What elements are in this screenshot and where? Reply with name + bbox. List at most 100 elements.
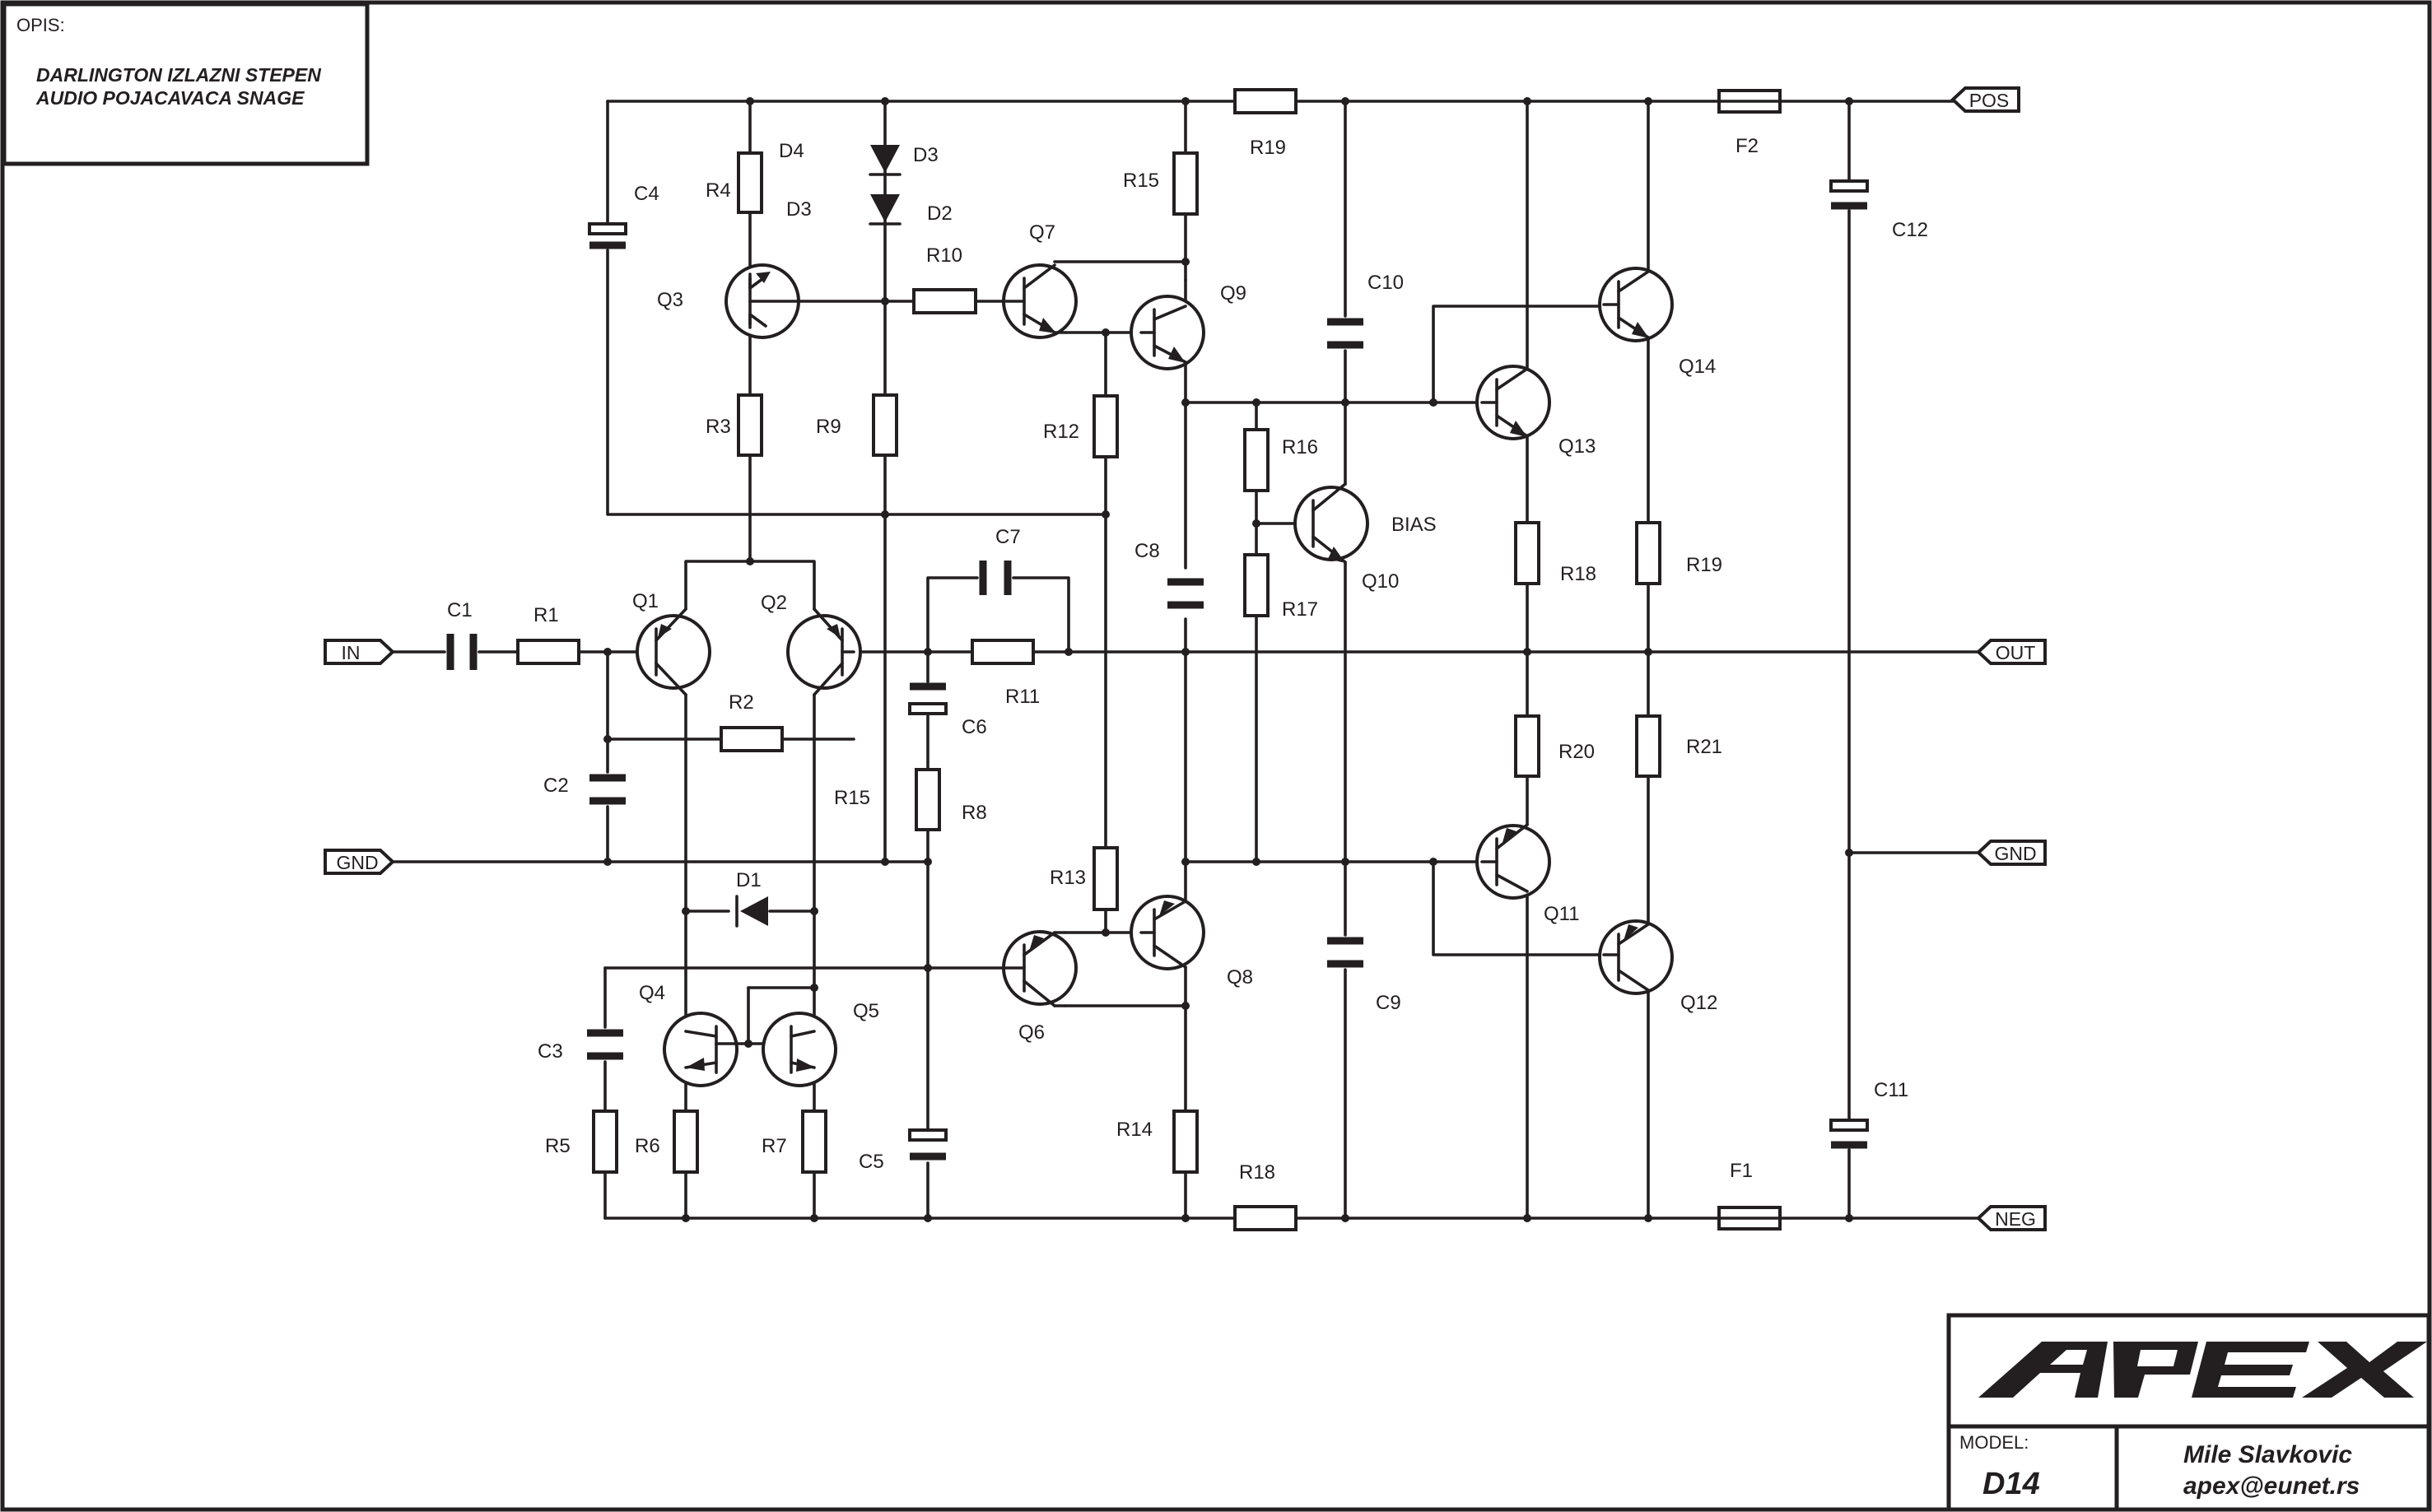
transistor-q13 (1475, 365, 1551, 440)
label-d3-a: D3 (786, 198, 812, 221)
label-r19-right: R19 (1686, 554, 1722, 576)
resistor-r21 (1635, 714, 1661, 778)
label-r12: R12 (1043, 421, 1079, 443)
label-c12: C12 (1892, 219, 1928, 241)
label-r21: R21 (1686, 736, 1722, 758)
author-email: apex@eunet.rs (2183, 1472, 2360, 1500)
svg-text:OUT: OUT (1996, 642, 2036, 663)
model-number: D14 (1982, 1467, 2040, 1501)
model-label: MODEL: (1959, 1432, 2029, 1453)
capacitor-c5 (908, 1128, 948, 1161)
label-c2: C2 (543, 775, 569, 797)
resistor-r4 (737, 151, 763, 214)
label-r19-top: R19 (1250, 137, 1286, 159)
transistor-q2 (786, 607, 862, 696)
label-r9: R9 (816, 416, 841, 438)
capacitor-c4 (588, 222, 627, 249)
svg-text:NEG: NEG (1995, 1208, 2036, 1230)
port-out: OUT (1976, 639, 2047, 665)
capacitor-c6 (908, 682, 948, 715)
capacitor-c2 (589, 774, 626, 805)
label-c8: C8 (1134, 540, 1160, 562)
fuse-f1 (1717, 1206, 1782, 1231)
label-c1: C1 (447, 599, 473, 621)
transistor-q12 (1598, 919, 1674, 995)
resistor-r7 (801, 1110, 827, 1174)
label-c4: C4 (634, 183, 659, 205)
label-r7: R7 (762, 1135, 787, 1157)
resistor-r2 (720, 726, 784, 752)
resistor-r6 (673, 1110, 699, 1174)
capacitor-c3 (587, 1029, 623, 1060)
label-q8: Q8 (1227, 966, 1253, 989)
resistor-r19-right (1635, 521, 1661, 585)
capacitor-c12 (1829, 179, 1869, 210)
resistor-r8 (915, 768, 941, 831)
diode-d3 (869, 145, 902, 176)
svg-text:IN: IN (342, 642, 361, 663)
resistor-r18-right (1514, 521, 1540, 585)
fuses (1717, 89, 1782, 1231)
label-r18-right: R18 (1560, 563, 1596, 585)
capacitor-c11 (1829, 1119, 1869, 1149)
resistor-r16 (1243, 428, 1270, 492)
label-r6: R6 (635, 1135, 660, 1157)
resistor-r11 (971, 639, 1035, 665)
resistor-r10 (912, 288, 977, 314)
port-pos: POS (1950, 86, 2020, 113)
resistor-r14 (1172, 1110, 1199, 1174)
resistor-r1 (516, 639, 580, 665)
label-r1: R1 (533, 604, 559, 626)
resistor-r17 (1243, 553, 1270, 617)
resistor-r19-top (1233, 88, 1298, 114)
diode-d1 (735, 895, 768, 928)
label-r5: R5 (545, 1135, 571, 1157)
label-r14: R14 (1116, 1119, 1153, 1141)
port-in: IN (324, 639, 395, 665)
title-block (1946, 1313, 2431, 1512)
label-r18-bottom: R18 (1239, 1161, 1275, 1184)
label-q3: Q3 (657, 289, 683, 311)
label-r20: R20 (1558, 741, 1595, 763)
label-c3: C3 (538, 1040, 563, 1063)
label-c11: C11 (1874, 1079, 1908, 1101)
fuse-f2 (1717, 89, 1782, 114)
resistor-r12 (1093, 394, 1119, 458)
diodes (735, 145, 902, 928)
transistor-q9 (1130, 295, 1205, 370)
junctions (603, 97, 1853, 1222)
label-q6: Q6 (1018, 1021, 1045, 1044)
transistor-q3 (724, 263, 800, 339)
component-labels: C4 R4 D4 D3 D3 D2 R10 Q7 R15 Q9 R19 C10 … (447, 135, 1928, 1184)
capacitors (446, 179, 1869, 1161)
label-q10: Q10 (1362, 570, 1399, 593)
svg-text:GND: GND (1994, 843, 2036, 864)
transistor-q14 (1598, 267, 1674, 342)
transistor-q8 (1130, 895, 1205, 970)
label-r16: R16 (1282, 436, 1318, 458)
label-r2: R2 (729, 691, 754, 714)
label-q4: Q4 (639, 982, 665, 1004)
port-gnd-left: GND (324, 849, 395, 875)
label-f2: F2 (1735, 135, 1759, 157)
label-c7: C7 (995, 526, 1021, 548)
wires (391, 100, 1980, 1220)
transistor-q10 (1293, 482, 1369, 564)
label-r4: R4 (706, 179, 731, 202)
label-c5: C5 (859, 1151, 884, 1173)
resistor-r5 (592, 1110, 618, 1174)
description-line-1: DARLINGTON IZLAZNI STEPEN (36, 64, 321, 86)
transistor-q1 (636, 607, 711, 696)
transistor-q11 (1475, 823, 1551, 900)
resistor-r15-top (1172, 151, 1199, 216)
capacitor-c9 (1327, 937, 1363, 968)
resistor-r18-bottom (1233, 1205, 1298, 1231)
transistor-q5 (762, 1012, 837, 1087)
label-bias: BIAS (1391, 514, 1437, 536)
label-r15-mid: R15 (834, 787, 870, 809)
label-f1: F1 (1730, 1160, 1753, 1182)
svg-text:POS: POS (1969, 90, 2010, 111)
label-r10: R10 (926, 244, 962, 267)
resistor-r3 (737, 393, 763, 457)
